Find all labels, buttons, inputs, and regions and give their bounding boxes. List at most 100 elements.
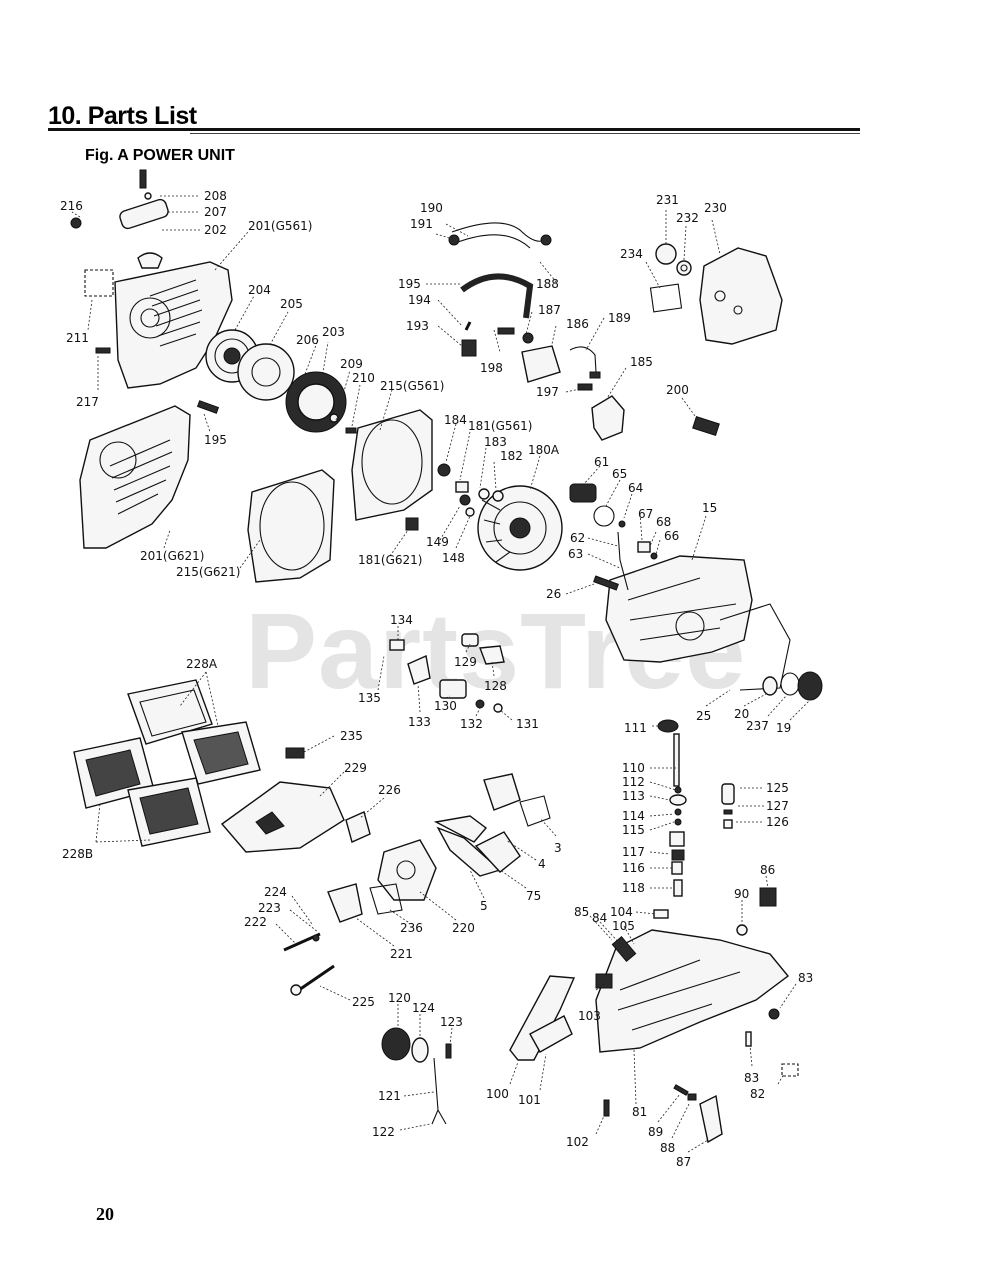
main-housing-81: [595, 929, 790, 1053]
callout-label: 62: [570, 531, 585, 545]
callout-label: 215(G561): [380, 379, 444, 393]
callout-label: 206: [296, 333, 319, 347]
callout-label: 115: [622, 823, 645, 837]
callout-label: 201(G621): [140, 549, 204, 563]
callout-label: 197: [536, 385, 559, 399]
callout-label: 120: [388, 991, 411, 1005]
callout-label: 75: [526, 889, 541, 903]
callout-labels: 216 208 207 202 201(G561) 211 217 204 20…: [60, 189, 813, 1169]
callout-label: 182: [500, 449, 523, 463]
starter-handle: [119, 198, 169, 230]
callout-label: 5: [480, 899, 488, 913]
part-drawings: [70, 169, 823, 1144]
callout-label: 90: [734, 887, 749, 901]
page-number: 20: [96, 1204, 114, 1224]
wire-189: [569, 346, 597, 373]
callout-label: 117: [622, 845, 645, 859]
callout-label: 128: [484, 679, 507, 693]
callout-label: 110: [622, 761, 645, 775]
callout-label: 201(G561): [248, 219, 312, 233]
callout-label: 19: [776, 721, 791, 735]
callout-label: 83: [798, 971, 813, 985]
callout-label: 220: [452, 921, 475, 935]
callout-label: 202: [204, 223, 227, 237]
rod-225: [295, 964, 335, 994]
callout-label: 226: [378, 783, 401, 797]
callout-label: 3: [554, 841, 562, 855]
callout-label: 130: [434, 699, 457, 713]
oil-pump-top-111: [657, 719, 679, 733]
callout-label: 231: [656, 193, 679, 207]
callout-label: 104: [610, 905, 633, 919]
callout-label: 61: [594, 455, 609, 469]
callout-label: 81: [632, 1105, 647, 1119]
gasket-236: [369, 883, 403, 915]
callout-label: 234: [620, 247, 643, 261]
callout-label: 103: [578, 1009, 601, 1023]
callout-label: 209: [340, 357, 363, 371]
callout-label: 112: [622, 775, 645, 789]
callout-label: 222: [244, 915, 267, 929]
part-235: [285, 747, 305, 759]
callout-label: 207: [204, 205, 227, 219]
callout-label: 85: [574, 905, 589, 919]
callout-label: 193: [406, 319, 429, 333]
callout-label: 205: [280, 297, 303, 311]
callout-label: 191: [410, 217, 433, 231]
callout-label: 195: [398, 277, 421, 291]
callout-label: 88: [660, 1141, 675, 1155]
callout-label: 198: [480, 361, 503, 375]
callout-label: 210: [352, 371, 375, 385]
oil-cap-120: [381, 1027, 411, 1061]
callout-label: 230: [704, 201, 727, 215]
section-title: 10. Parts List: [48, 102, 197, 130]
callout-label: 135: [358, 691, 381, 705]
callout-label: 20: [734, 707, 749, 721]
cap-231: [655, 243, 677, 265]
callout-label: 217: [76, 395, 99, 409]
callout-label: 82: [750, 1087, 765, 1101]
callout-label: 4: [538, 857, 546, 871]
insulator-4: [483, 773, 521, 811]
handle-part-101: [529, 1015, 573, 1053]
bearing-19: [797, 671, 823, 701]
gasket-3: [519, 795, 551, 827]
callout-label: 15: [702, 501, 717, 515]
callout-label: 134: [390, 613, 413, 627]
callout-label: 189: [608, 311, 631, 325]
callout-label: 200: [666, 383, 689, 397]
callout-label: 183: [484, 435, 507, 449]
label-211: [84, 269, 114, 297]
callout-label: 105: [612, 919, 635, 933]
part-226: [345, 811, 371, 843]
part-86: [759, 887, 777, 907]
front-handle-100: [509, 975, 576, 1061]
crankcase: [605, 555, 753, 663]
callout-label: 113: [622, 789, 645, 803]
callout-label: 83: [744, 1071, 759, 1085]
cap-61: [569, 483, 597, 503]
plug-200: [692, 415, 720, 437]
callout-label: 216: [60, 199, 83, 213]
callout-label: 122: [372, 1125, 395, 1139]
carb-part-130: [439, 679, 467, 699]
callout-label: 123: [440, 1015, 463, 1029]
callout-label: 203: [322, 325, 345, 339]
hv-wire-190: [451, 222, 546, 242]
callout-label: 84: [592, 911, 607, 925]
callout-label: 221: [390, 947, 413, 961]
callout-label: 225: [352, 995, 375, 1009]
callout-label: 190: [420, 201, 443, 215]
callout-label: 188: [536, 277, 559, 291]
callout-label: 127: [766, 799, 789, 813]
carb-part-133: [407, 654, 431, 685]
title-rule-thin: [190, 133, 860, 134]
starter-cover-g621: [79, 405, 191, 549]
callout-label: 131: [516, 717, 539, 731]
callout-label: 187: [538, 303, 561, 317]
callout-label: 148: [442, 551, 465, 565]
callout-label: 26: [546, 587, 561, 601]
ignition-coil-186: [521, 345, 561, 383]
part-125: [721, 783, 735, 805]
